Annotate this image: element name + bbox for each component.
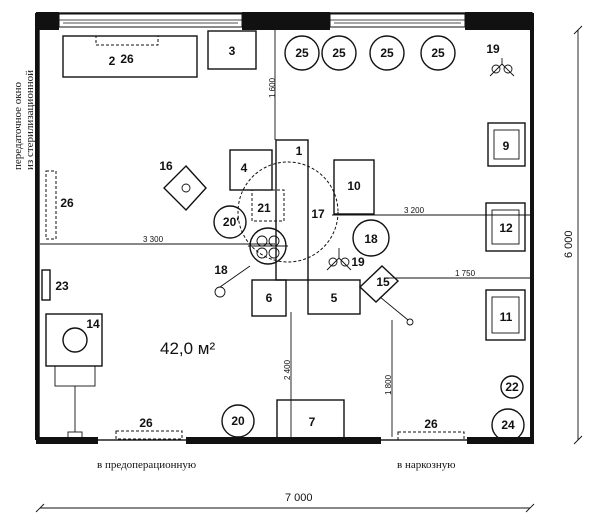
label-17: 17 [311, 207, 325, 221]
door-label-anesthesia: в наркозную [397, 459, 455, 471]
right-wall [530, 13, 534, 440]
equipment-20-bottom: 20 [221, 404, 255, 438]
dim-3300: 3 300 [143, 235, 164, 244]
equipment-9 [487, 122, 526, 167]
equipment-16: 16 [159, 159, 207, 212]
equipment-24: 24 [491, 408, 525, 442]
window-left [58, 13, 243, 28]
room-area: 42,0 м² [160, 339, 215, 358]
svg-text:19: 19 [486, 42, 500, 56]
door-label-preop: в предоперационную [97, 459, 196, 471]
bottom-wall-right [467, 437, 534, 444]
equipment-26-top [95, 35, 159, 46]
svg-text:18: 18 [364, 232, 378, 246]
label-7: 7 [309, 415, 316, 429]
svg-text:20': 20' [223, 215, 239, 229]
operating-table-1 [275, 139, 309, 281]
dim-1600: 1 600 [268, 77, 277, 98]
equipment-18-left: 18 [214, 263, 251, 298]
dim-1800: 1 800 [384, 374, 393, 395]
window-note-line2: из стерилизационной [24, 70, 36, 170]
equipment-23 [41, 269, 51, 301]
stool-25-3: 25 [369, 35, 405, 71]
surgical-lamp-17 [237, 161, 339, 263]
equipment-21 [251, 189, 285, 222]
svg-text:25: 25 [380, 46, 394, 60]
svg-text:14: 14 [86, 317, 100, 331]
stool-25-4: 25 [420, 35, 456, 71]
label-9: 9 [503, 139, 510, 153]
equipment-10 [333, 159, 375, 215]
label-3: 3 [229, 44, 236, 58]
label-1: 1 [296, 144, 303, 158]
equipment-11 [485, 289, 526, 341]
label-26-bottom-right: 26 [424, 417, 438, 431]
equipment-2 [62, 35, 198, 78]
equipment-4 [229, 149, 273, 191]
label-5: 5 [331, 291, 338, 305]
top-pier-right [465, 12, 532, 30]
label-11: 11 [500, 310, 513, 324]
svg-text:20: 20 [231, 414, 245, 428]
equipment-12 [485, 202, 526, 252]
svg-text:18: 18 [214, 263, 228, 277]
equipment-3 [207, 30, 257, 70]
equipment-20-prime: 20' [213, 205, 247, 239]
equipment-6 [251, 279, 287, 317]
label-2: 2 [109, 54, 116, 68]
svg-text:25: 25 [431, 46, 445, 60]
svg-text:22: 22 [505, 380, 519, 394]
top-pier-middle [242, 12, 330, 30]
window-right [329, 13, 466, 28]
stool-25-1: 25 [284, 35, 320, 71]
label-23: 23 [55, 279, 69, 293]
label-12: 12 [499, 221, 513, 235]
equipment-18-right: 18 [352, 219, 390, 257]
dim-1750: 1 750 [455, 269, 476, 278]
svg-text:19: 19 [351, 255, 365, 269]
equipment-22: 22 [500, 375, 524, 399]
dim-2400: 2 400 [283, 359, 292, 380]
label-26-left: 26 [60, 196, 74, 210]
dim-3200: 3 200 [404, 206, 425, 215]
equipment-19-middle: 19 [326, 248, 365, 271]
pass-through-window [45, 170, 57, 240]
dim-total-width: 7 000 [285, 492, 313, 504]
svg-text:15: 15 [376, 275, 390, 289]
bottom-wall-left [36, 437, 98, 444]
equipment-19-top: 19 [486, 42, 515, 77]
top-pier-left [36, 12, 59, 30]
label-26-top: 26 [120, 52, 134, 66]
lamp-fixture [248, 227, 288, 265]
label-21: 21 [257, 201, 271, 215]
svg-text:25: 25 [295, 46, 309, 60]
equipment-5 [307, 279, 361, 315]
svg-text:16: 16 [159, 159, 173, 173]
label-26-bottom-left: 26 [139, 416, 153, 430]
svg-text:24: 24 [501, 418, 515, 432]
equipment-26-bottom-right [397, 431, 465, 441]
left-wall [35, 13, 39, 440]
equipment-26-bottom-left [115, 430, 183, 440]
equipment-7 [276, 399, 345, 441]
window-note-line1: передаточное окно [12, 82, 24, 170]
svg-text:25: 25 [332, 46, 346, 60]
dim-total-height: 6 000 [563, 230, 575, 258]
label-6: 6 [266, 291, 273, 305]
stool-25-2: 25 [321, 35, 357, 71]
equipment-15: 15 [358, 265, 414, 326]
label-4: 4 [241, 161, 248, 175]
label-10: 10 [347, 179, 361, 193]
equipment-14: 14 [45, 313, 103, 439]
